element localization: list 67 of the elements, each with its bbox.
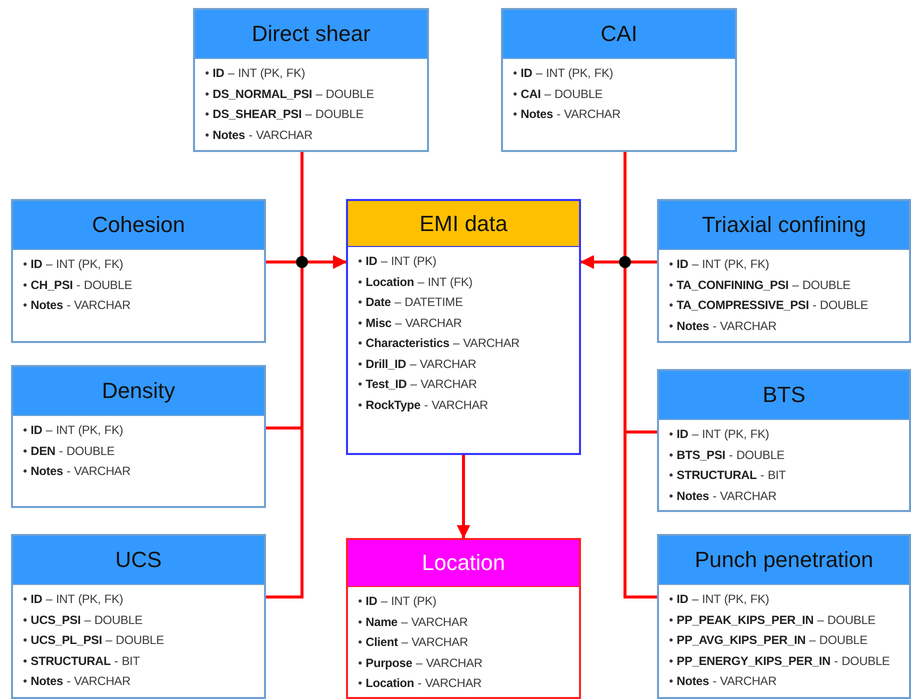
connector-arrow [580,255,657,598]
field-text: • Notes - VARCHAR [669,673,778,690]
field-text: • TA_CONFINING_PSI – DOUBLE [669,276,852,294]
field-text: • STRUCTURAL - BIT [669,467,787,484]
connector-arrow [456,455,470,539]
entity-table [657,199,911,343]
entity-table [657,369,911,512]
field-text: • Test_ID – VARCHAR [358,376,478,393]
field-text: • Notes - VARCHAR [205,126,314,144]
table-header: EMI data [348,201,579,247]
field-text: • ID – INT (PK, FK) [23,256,124,273]
field-text: • Notes - VARCHAR [669,488,778,504]
entity-table [193,8,429,152]
field-text: • PP_ENERGY_KIPS_PER_IN - DOUBLE [669,652,891,670]
field-text: • RockType - VARCHAR [358,396,489,414]
field-text: • ID – INT (PK, FK) [23,591,124,608]
entity-table [346,538,581,699]
field-text: • Characteristics – VARCHAR [358,335,520,352]
field-text: • BTS_PSI - DOUBLE [669,446,786,464]
field-text: • Misc – VARCHAR [358,314,463,332]
field-text: • DEN - DOUBLE [23,442,116,460]
field-text: • Location - VARCHAR [358,675,482,692]
field-text: • Drill_ID – VARCHAR [358,356,478,372]
field-text: • PP_AVG_KIPS_PER_IN – DOUBLE [669,632,868,649]
field-text: • Location – INT (FK) [358,274,474,290]
field-text: • Notes - VARCHAR [669,318,778,334]
field-text: • Date – DATETIME [358,294,464,311]
field-text: • DS_NORMAL_PSI – DOUBLE [205,86,375,102]
field-text: • UCS_PSI – DOUBLE [23,612,144,628]
field-text: • Notes - VARCHAR [23,463,132,480]
field-text: • Purpose – VARCHAR [358,654,484,672]
field-text: • TA_COMPRESSIVE_PSI - DOUBLE [669,297,870,314]
table-header: Triaxial confining [659,201,909,250]
table-header: Location [348,540,579,587]
table-header: Density [13,367,264,416]
entity-table [11,534,266,699]
field-text: • Notes - VARCHAR [23,673,132,690]
field-text: • Client – VARCHAR [358,634,469,651]
table-header: BTS [659,371,909,420]
entity-table [11,199,266,343]
field-text: • ID – INT (PK, FK) [669,426,770,443]
table-header: CAI [503,10,735,59]
table-header: Direct shear [195,10,427,59]
field-text: • CH_PSI - DOUBLE [23,276,134,294]
field-text: • PP_PEAK_KIPS_PER_IN – DOUBLE [669,612,876,628]
field-text: • ID – INT (PK, FK) [513,65,614,82]
field-text: • CAI – DOUBLE [513,86,604,102]
field-text: • DS_SHEAR_PSI – DOUBLE [205,106,364,123]
field-text: • Notes - VARCHAR [513,106,622,123]
entity-table [657,534,911,699]
field-text: • ID – INT (PK, FK) [669,591,770,608]
table-header: UCS [13,536,264,585]
table-header: Cohesion [13,201,264,250]
table-header: Punch penetration [659,536,909,585]
entity-table [501,8,737,152]
field-text: • STRUCTURAL - BIT [23,652,141,670]
field-text: • Name – VARCHAR [358,614,469,630]
connector-arrow [266,255,347,598]
entity-table [11,365,266,508]
field-text: • Notes - VARCHAR [23,297,132,314]
entity-table [346,199,581,455]
field-text: • ID – INT (PK) [358,253,438,270]
field-text: • ID – INT (PK) [358,593,438,610]
field-text: • ID – INT (PK, FK) [23,422,124,439]
field-text: • ID – INT (PK, FK) [669,256,770,273]
field-text: • ID – INT (PK, FK) [205,65,306,82]
field-text: • UCS_PL_PSI – DOUBLE [23,632,165,649]
